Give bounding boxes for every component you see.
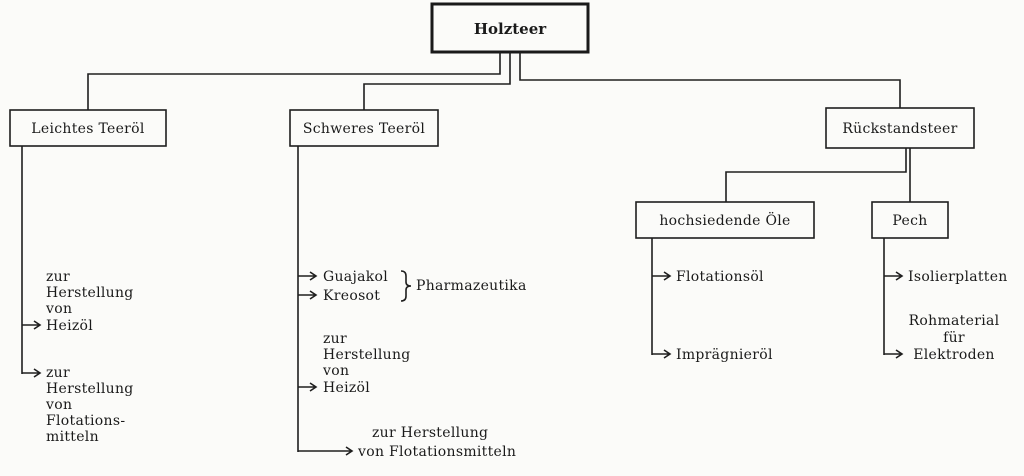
leichtes-label: Leichtes Teeröl — [31, 121, 145, 137]
oele-arrow-impraegnieroel — [652, 349, 672, 359]
schweres-item-guajakol: Guajakol — [323, 269, 388, 285]
pech-arrow-isolierplatten — [884, 271, 904, 281]
oele-product-impraegnieroel: Imprägnieröl — [676, 347, 773, 363]
connector-root-leichtes — [87, 52, 501, 110]
schweres-arrow-heizoel — [298, 382, 318, 392]
leichtes-arrow-2 — [22, 368, 42, 378]
oele-arrow-flotationsoel — [652, 271, 672, 281]
branch-leichtes: Leichtes Teeröl zur Herstellung von Heiz… — [9, 109, 167, 445]
root-label: Holzteer — [474, 20, 547, 38]
leichtes-use1-line1: zur — [46, 269, 70, 285]
pech-label: Pech — [892, 213, 927, 229]
leichtes-use1-line2: Herstellung — [46, 285, 134, 301]
leichtes-use2-line4: Flotations- — [46, 413, 125, 429]
root-node: Holzteer — [430, 2, 590, 54]
leichtes-use2-line5: mitteln — [46, 429, 99, 445]
leichtes-use1-line4: Heizöl — [46, 318, 93, 334]
leichtes-use-heizoel: zur Herstellung von Heizöl — [45, 269, 138, 334]
schweres-label: Schweres Teeröl — [303, 121, 425, 137]
leichtes-arrow-1 — [22, 320, 42, 330]
pech-material-line3: Elektroden — [913, 347, 994, 363]
schweres-use-flotation-line2: von Flotationsmitteln — [357, 444, 516, 460]
pharmazeutika-label: Pharmazeutika — [416, 278, 527, 294]
leichtes-use2-line1: zur — [46, 365, 70, 381]
connector-root-rueckstand — [519, 52, 901, 108]
leichtes-use2-line2: Herstellung — [46, 381, 134, 397]
rueckstand-label: Rückstandsteer — [842, 121, 957, 137]
branch-rueckstand: Rückstandsteer — [725, 107, 975, 202]
pech-arrow-elektroden — [884, 349, 904, 359]
child-hochsiedende-oele: hochsiedende Öle Flotationsöl Imprägnier… — [635, 201, 815, 363]
schweres-arrow-kreosot — [298, 290, 318, 300]
branch-schweres: Schweres Teeröl Guajakol Kreosot Pharmaz… — [289, 109, 527, 460]
oele-label: hochsiedende Öle — [659, 211, 790, 229]
schweres-use1-line1: zur — [323, 331, 347, 347]
schweres-use1-line3: von — [322, 363, 349, 379]
pharmazeutika-brace — [400, 270, 412, 302]
pech-product-isolierplatten: Isolierplatten — [908, 269, 1008, 285]
schweres-use-flotation-line1: zur Herstellung — [372, 425, 488, 441]
oele-product-flotationsoel: Flotationsöl — [676, 269, 764, 285]
pech-material-line2: für — [943, 330, 965, 346]
schweres-arrow-flotation — [298, 446, 354, 456]
leichtes-use-flotation: zur Herstellung von Flotations- mitteln — [45, 365, 138, 445]
pech-material-line1: Rohmaterial — [909, 313, 1000, 329]
schweres-arrow-guajakol — [298, 271, 318, 281]
connector-rueckstand-oele — [725, 148, 907, 202]
schweres-use1-line4: Heizöl — [323, 380, 370, 396]
root-connectors — [87, 52, 901, 110]
schweres-use1-line2: Herstellung — [323, 347, 411, 363]
schweres-item-kreosot: Kreosot — [323, 288, 380, 304]
connector-root-schweres — [363, 52, 511, 110]
schweres-use-heizoel: zur Herstellung von Heizöl — [322, 331, 415, 396]
leichtes-use2-line3: von — [45, 397, 72, 413]
leichtes-use1-line3: von — [45, 301, 72, 317]
child-pech: Pech Isolierplatten Rohmaterial für Elek… — [871, 201, 1008, 363]
